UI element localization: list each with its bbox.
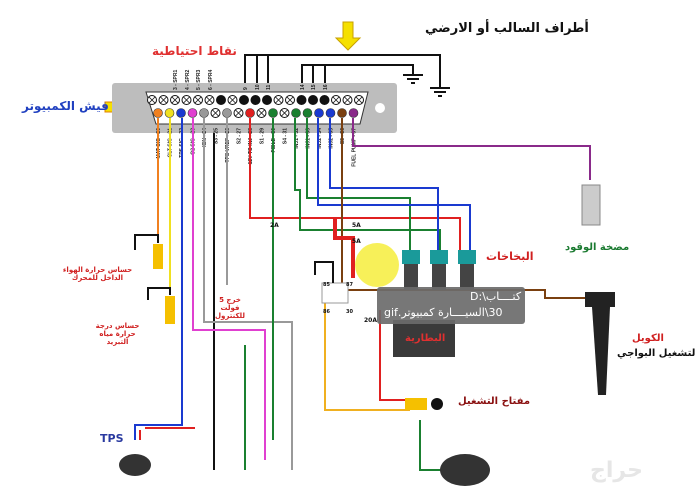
pin-bottom-wired xyxy=(199,108,209,118)
coil-icon xyxy=(585,292,615,395)
pin-bottom-wired xyxy=(176,108,186,118)
bottom-pin-row xyxy=(153,108,359,118)
relay-30: 30 xyxy=(346,309,353,315)
air-temp-sensor-label: حساس حرارة الهواء الداخل للمحرك xyxy=(62,266,133,282)
idle-valve-icon xyxy=(440,454,490,486)
spare-pin-label: 4 - SPR2 xyxy=(185,69,191,90)
relay-85: 85 xyxy=(323,282,330,288)
pin-top-filled xyxy=(239,95,249,105)
ignition-key-label: مفتاح التشغيل xyxy=(458,396,531,407)
vref-out-label: خرج 5 فولت للكنترول xyxy=(214,296,246,320)
bottom-pin-label: INJ2 - 35 xyxy=(329,128,335,149)
tooltip-line1: كتــــاب\:D xyxy=(470,290,522,303)
pin-bottom-wired xyxy=(337,108,347,118)
coolant-sensor-icon xyxy=(147,287,175,324)
fuse-5a-2: 5A xyxy=(352,238,361,245)
pin-top-filled xyxy=(262,95,272,105)
pin-x-mark xyxy=(148,96,156,104)
battery-label: البطارية xyxy=(405,333,446,344)
top-pin-row xyxy=(147,95,364,105)
pin-x-mark xyxy=(229,96,236,104)
bottom-pin-label: S4 - 31 xyxy=(283,128,289,144)
pin-x-mark xyxy=(171,96,179,104)
pin-top-filled xyxy=(216,95,226,105)
pin-x-mark xyxy=(258,109,265,117)
pin-bottom-wired xyxy=(268,108,278,118)
pin-x-mark xyxy=(183,96,190,104)
computer-plug-label: فيش الكمبيوتر xyxy=(22,99,109,113)
spare-pin-label: 6 - SPR4 xyxy=(208,69,214,90)
fuse-20a: 20A xyxy=(364,317,377,324)
pin-bottom-wired xyxy=(348,108,359,118)
ground-arrow-icon xyxy=(334,21,362,51)
pin-top-filled xyxy=(308,95,318,105)
bottom-pin-label: INJ1 - 32 xyxy=(294,128,300,149)
pin-x-mark xyxy=(194,96,202,104)
pin-x-mark xyxy=(206,96,213,104)
watermark: حراج xyxy=(590,458,643,483)
fuse-5a-1: 5A xyxy=(352,222,361,229)
spare-pin-label: 3 - SPR1 xyxy=(173,69,179,90)
bottom-pin-label: FUEL PUMP - 37 xyxy=(352,128,358,167)
spare-points-label: نقاط احتياطية xyxy=(152,44,237,58)
tps-label: TPS xyxy=(100,432,124,445)
pin-x-mark xyxy=(160,96,167,104)
bottom-pin-label: S1 - 29 xyxy=(260,128,266,144)
pin-x-mark xyxy=(235,109,242,117)
fuse-2a: 2A xyxy=(270,222,279,229)
pin-bottom-wired xyxy=(291,108,301,118)
pin-bottom-wired xyxy=(164,108,175,118)
battery-icon xyxy=(393,320,455,357)
injectors-label: البخاخات xyxy=(486,250,534,263)
bottom-pin-label: S2 - 27 xyxy=(237,128,243,144)
coil-desc-label: لتشغيل البواجي xyxy=(617,348,696,359)
bottom-pin-label: S3 - 25 xyxy=(214,128,220,144)
pin-bottom-wired xyxy=(245,108,255,118)
ground-pin-label: 15 xyxy=(311,84,317,90)
ground-title: أطراف السالب أو الارضي xyxy=(425,21,589,36)
ground-pin-label: 14 xyxy=(300,84,306,90)
bottom-pin-label: INJ1 - 33 xyxy=(306,128,312,149)
pin-bottom-wired xyxy=(314,108,324,118)
air-temp-sensor-icon xyxy=(134,234,163,269)
relay-86: 86 xyxy=(323,309,330,315)
pin-x-mark xyxy=(332,96,340,104)
pin-x-mark xyxy=(281,109,288,117)
pin-bottom-wired xyxy=(187,108,198,118)
relay-87: 87 xyxy=(346,282,353,288)
ground-symbols xyxy=(403,74,450,97)
pin-x-mark xyxy=(344,96,351,104)
pin-bottom-wired xyxy=(302,108,313,118)
fuel-pump-label: مضخة الوقود xyxy=(565,242,630,253)
pin-bottom-wired xyxy=(153,108,163,118)
ground-pin-label: 16 xyxy=(323,84,329,90)
relay-icon xyxy=(314,261,349,304)
ground-pin-label: 10 xyxy=(255,84,261,90)
fuel-pump-icon xyxy=(581,184,601,226)
cursor-highlight xyxy=(355,243,399,287)
pin-top-filled xyxy=(319,95,330,105)
pin-bottom-wired xyxy=(325,108,336,118)
pin-x-mark xyxy=(355,96,363,104)
ground-pin-label: 11 xyxy=(266,84,272,90)
tooltip-line2: 30\السيــــارة كمبيوتر.gif xyxy=(384,306,503,319)
injector-icons xyxy=(402,250,476,290)
pin-top-filled xyxy=(250,95,261,105)
signal-wires xyxy=(134,118,600,471)
ignition-key-icon xyxy=(405,398,443,410)
spare-pin-label: 5 - SPR3 xyxy=(196,69,202,90)
ground-pin-label: 9 xyxy=(243,87,249,90)
pin-top-filled xyxy=(296,95,307,105)
pin-bottom-wired xyxy=(222,108,232,118)
pin-x-mark xyxy=(286,96,294,104)
bottom-pin-label: INJ2 - 34 xyxy=(317,128,323,149)
pin-x-mark xyxy=(275,96,282,104)
pin-x-mark xyxy=(212,109,219,117)
coil-label: الكويل xyxy=(632,333,664,344)
tps-sensor-icon xyxy=(119,454,151,476)
coolant-sensor-label: حساس درجة حرارة مياه التبريد xyxy=(95,322,140,346)
tooltip-box xyxy=(377,287,525,324)
